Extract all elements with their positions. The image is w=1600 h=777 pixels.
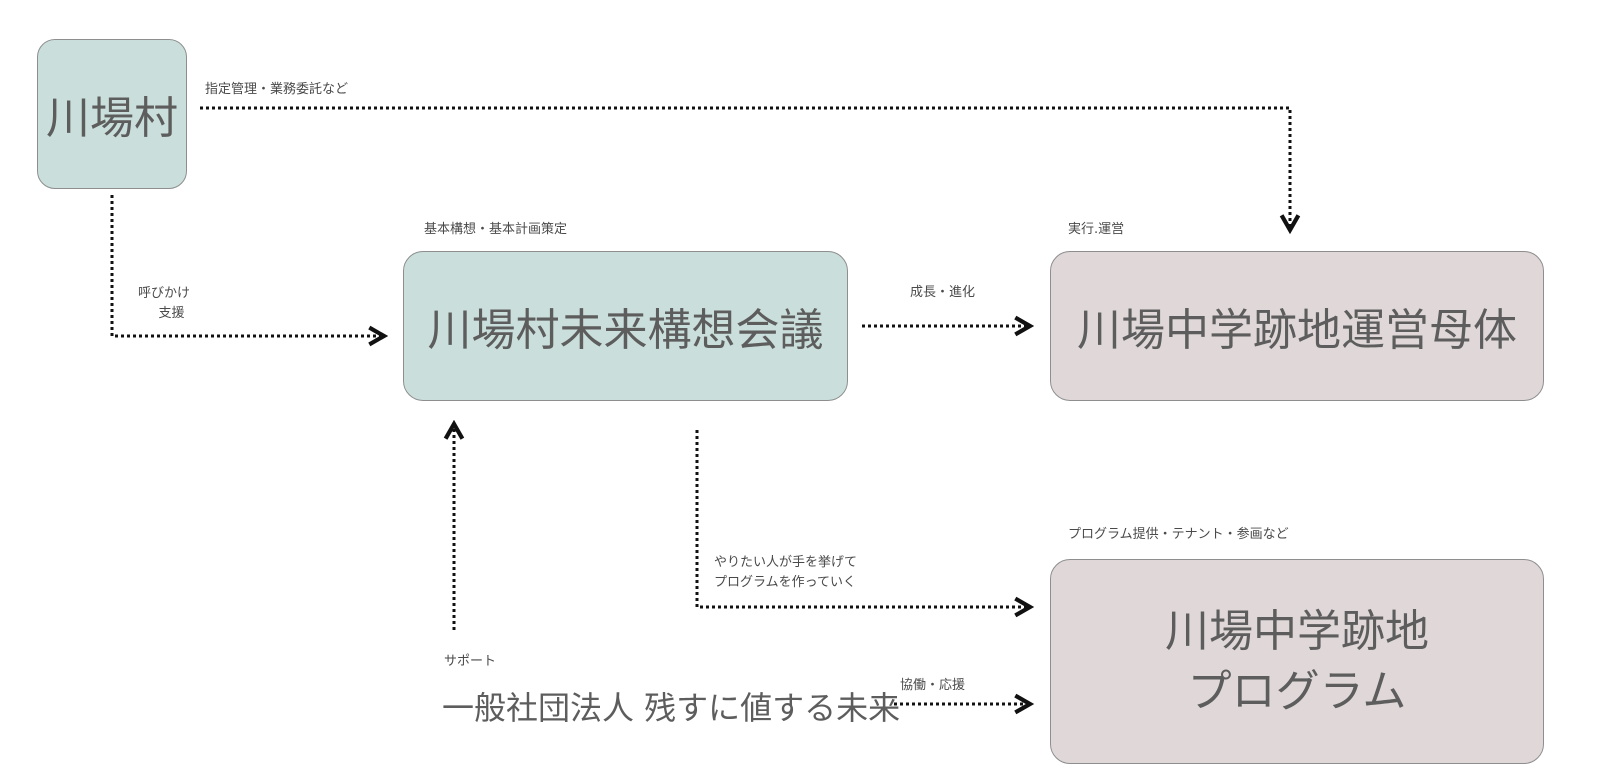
node-program-line1: 川場中学跡地 (1165, 605, 1429, 657)
node-operator: 川場中学跡地運営母体 (1050, 251, 1544, 401)
node-program-line2: プログラム (1187, 665, 1407, 717)
label-growth: 成長・進化 (910, 285, 976, 300)
label-cooperation: 協働・応援 (900, 678, 966, 693)
operator-caption: 実行.運営 (1068, 222, 1125, 237)
label-support: サポート (444, 654, 497, 669)
node-council-label: 川場村未来構想会議 (427, 305, 824, 356)
arrow-village-to-council (110, 195, 384, 336)
program-caption: プログラム提供・テナント・参画など (1068, 527, 1289, 542)
node-council: 川場村未来構想会議 (403, 251, 848, 401)
arrow-council-to-program (695, 430, 1030, 607)
label-call: 呼びかけ (138, 286, 191, 301)
node-operator-label: 川場中学跡地運営母体 (1077, 305, 1517, 356)
label-raise-hand-line2: プログラムを作っていく (714, 575, 856, 590)
node-program: 川場中学跡地 プログラム (1050, 559, 1544, 764)
council-caption: 基本構想・基本計画策定 (424, 222, 568, 237)
label-call-support: 呼びかけ 支援 (138, 284, 190, 324)
label-raise-hand: やりたい人が手を挙げて プログラムを作っていく (714, 553, 857, 593)
label-designated-management: 指定管理・業務委託など (205, 82, 349, 97)
node-village: 川場村 (37, 39, 187, 189)
node-village-label: 川場村 (46, 93, 178, 144)
label-support-aid: 支援 (158, 306, 185, 321)
node-association: 一般社団法人 残すに値する未来 (442, 689, 901, 727)
arrow-village-to-operator (200, 106, 1290, 230)
label-raise-hand-line1: やりたい人が手を挙げて (714, 555, 858, 570)
